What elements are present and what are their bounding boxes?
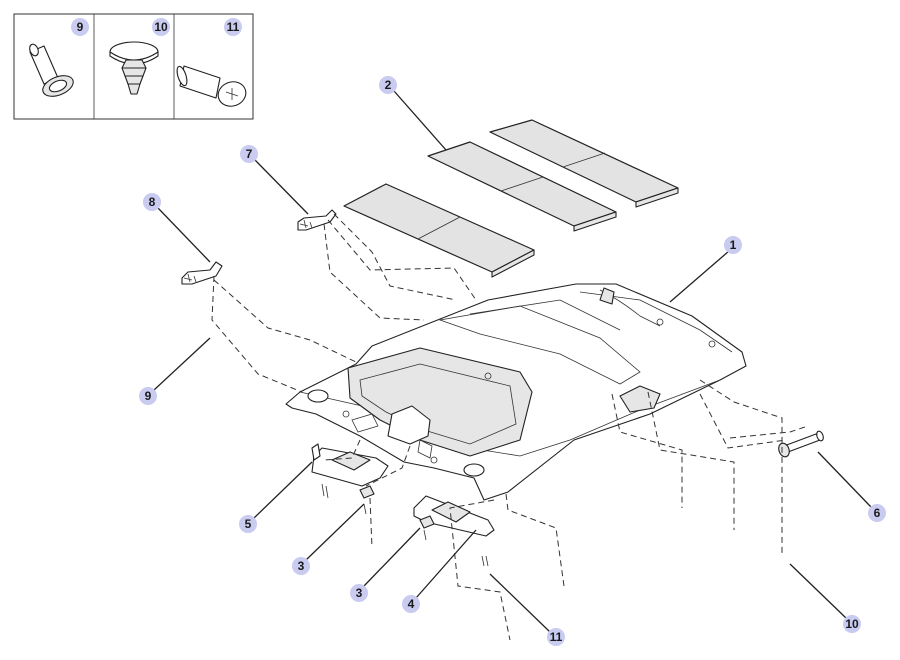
screw-icon	[176, 65, 247, 107]
legend-label-9: 9	[77, 20, 84, 34]
grab-handle-front	[297, 209, 337, 231]
callout-4: 4	[402, 595, 420, 613]
callout-7: 7	[240, 145, 258, 163]
pin-fastener-icon	[29, 43, 74, 97]
visor-clip-right	[419, 515, 435, 529]
legend-badge-11: 11	[224, 18, 242, 36]
sound-absorber-pads	[343, 119, 679, 278]
callout-11: 11	[547, 628, 565, 646]
assembly-lines	[211, 213, 809, 641]
sun-visor-right	[413, 495, 495, 537]
visor-screws	[321, 483, 489, 567]
callout-8: 8	[143, 193, 161, 211]
callout-label-11: 11	[550, 630, 563, 644]
callout-10: 10	[843, 615, 861, 633]
leader-lines	[153, 90, 872, 633]
callout-label-1: 1	[730, 238, 737, 252]
legend-label-10: 10	[154, 20, 168, 34]
absorber-pad-middle	[427, 141, 617, 232]
callout-1: 1	[724, 236, 742, 254]
legend-badge-9: 9	[71, 18, 89, 36]
callout-5: 5	[239, 515, 257, 533]
callout-label-3: 3	[298, 559, 305, 573]
callout-9: 9	[139, 387, 157, 405]
callout-label-9: 9	[145, 389, 152, 403]
callout-label-5: 5	[245, 517, 252, 531]
grab-handle-rear	[181, 261, 223, 285]
visor-clip-left	[359, 485, 375, 499]
headliner-panel	[285, 283, 747, 501]
legend-label-11: 11	[227, 20, 240, 34]
legend-badge-10: 10	[152, 18, 170, 36]
callout-6: 6	[868, 504, 886, 522]
callout-3-right: 3	[350, 584, 368, 602]
callout-label-7: 7	[246, 147, 253, 161]
retainer-pin	[778, 430, 824, 458]
callout-label-4: 4	[408, 597, 415, 611]
absorber-pad-front	[343, 183, 535, 278]
callout-label-2: 2	[385, 78, 392, 92]
callout-label-10: 10	[845, 617, 859, 631]
fastener-legend: 9 10 11	[13, 13, 254, 120]
callout-label-3: 3	[356, 586, 363, 600]
callout-label-8: 8	[149, 195, 156, 209]
absorber-pad-rear	[489, 119, 679, 208]
callout-2: 2	[379, 76, 397, 94]
callout-3-left: 3	[292, 557, 310, 575]
dome-lamp-opening	[387, 405, 431, 445]
push-clip-icon	[109, 41, 159, 95]
callout-label-6: 6	[874, 506, 881, 520]
sun-visor-left	[311, 443, 389, 487]
